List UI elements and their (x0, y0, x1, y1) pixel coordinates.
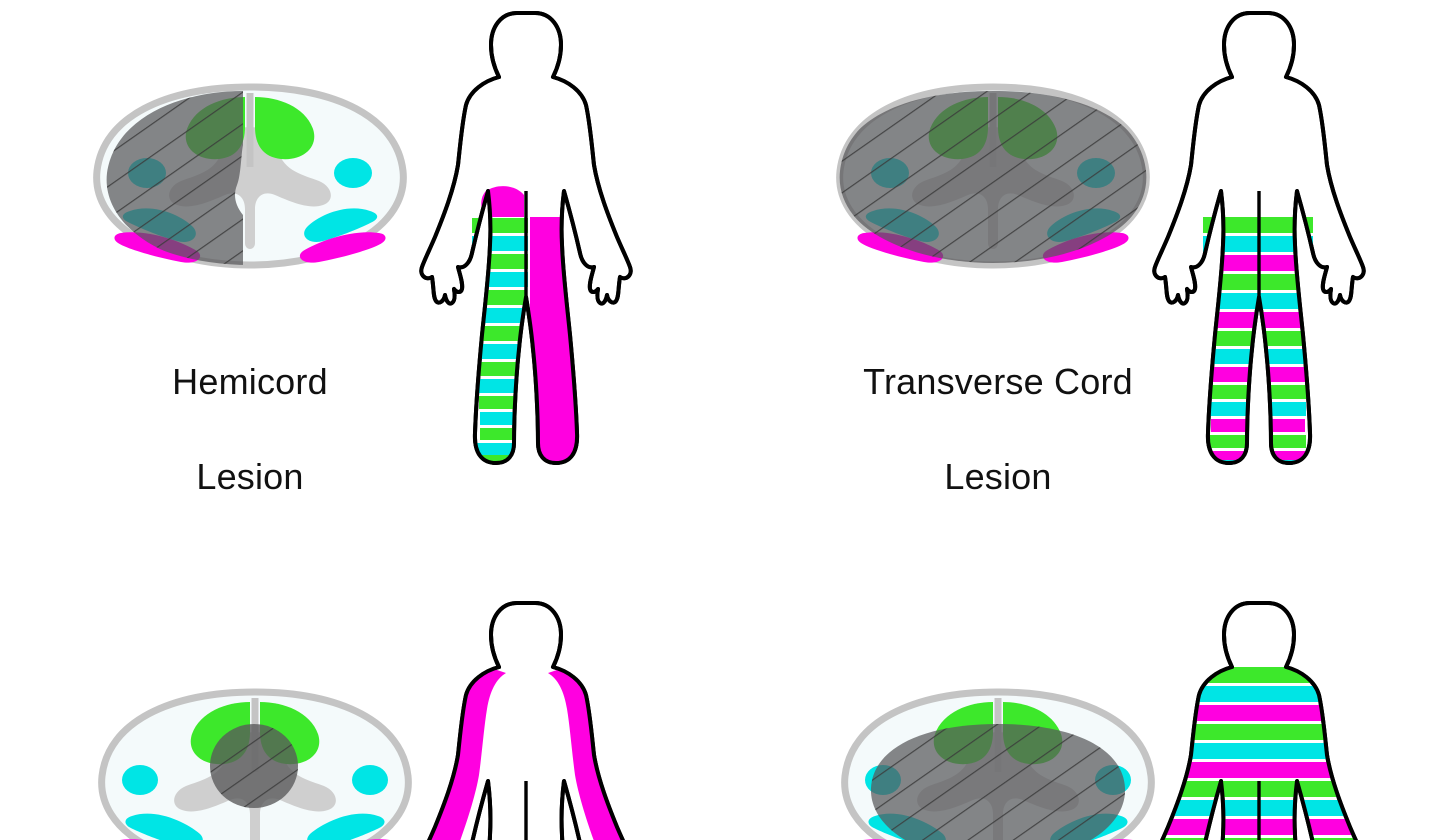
cord-cross-section-central-large (833, 680, 1163, 840)
dermatome-shading-cape (421, 669, 631, 840)
body-outline-top (419, 11, 633, 465)
corticospinal-right-lower-icon (307, 813, 385, 840)
panel-label-line1: Hemicord (172, 360, 328, 402)
panel-hemicord: Hemicord Lesion (0, 0, 728, 497)
corticospinal-right-icon (334, 158, 372, 188)
panel-central-cord-large (728, 430, 1456, 840)
panel-transverse-cord: Transverse Cord Lesion (728, 0, 1456, 497)
body-figure-central-small (420, 595, 650, 840)
right-arm-magenta (548, 669, 631, 840)
corticospinal-right-icon (352, 765, 388, 795)
body-silhouette (1160, 601, 1358, 840)
panel-label-hemicord: Hemicord Lesion (110, 310, 390, 500)
body-outline-top (1152, 11, 1366, 465)
gray-matter-butterfly (169, 127, 331, 249)
dermatome-shading-trunk-stripes (1154, 667, 1364, 840)
body-figure-hemicord (419, 5, 650, 475)
hip-cap-magenta (481, 186, 524, 217)
dorsal-column-right-icon (255, 97, 315, 160)
cord-cross-section-hemicord (85, 75, 415, 275)
panel-label-transverse: Transverse Cord Lesion (838, 310, 1158, 500)
spinothalamic-right-icon (1042, 232, 1129, 263)
cord-cross-section-transverse (828, 75, 1158, 275)
corticospinal-left-lower-icon (125, 813, 203, 840)
body-figure-transverse (1152, 5, 1383, 475)
panel-label-line1: Transverse Cord (863, 360, 1133, 402)
panel-central-cord-small (0, 430, 728, 840)
lesion-overlay-transverse (839, 91, 1147, 263)
body-figure-central-large (1153, 595, 1383, 840)
lesion-overlay-central-large (870, 724, 1126, 840)
corticospinal-left-icon (122, 765, 158, 795)
panel-label-line2: Lesion (196, 455, 304, 497)
corticospinal-right-lower-icon (304, 208, 378, 242)
left-arm-magenta (421, 669, 506, 840)
spinothalamic-left-icon (857, 232, 944, 263)
cord-cross-section-central-small (90, 680, 420, 840)
lesion-overlay-hemisection (106, 91, 243, 265)
panel-label-line2: Lesion (944, 455, 1052, 497)
lesion-overlay-central-small (210, 724, 298, 808)
spinothalamic-right-icon (299, 232, 386, 263)
